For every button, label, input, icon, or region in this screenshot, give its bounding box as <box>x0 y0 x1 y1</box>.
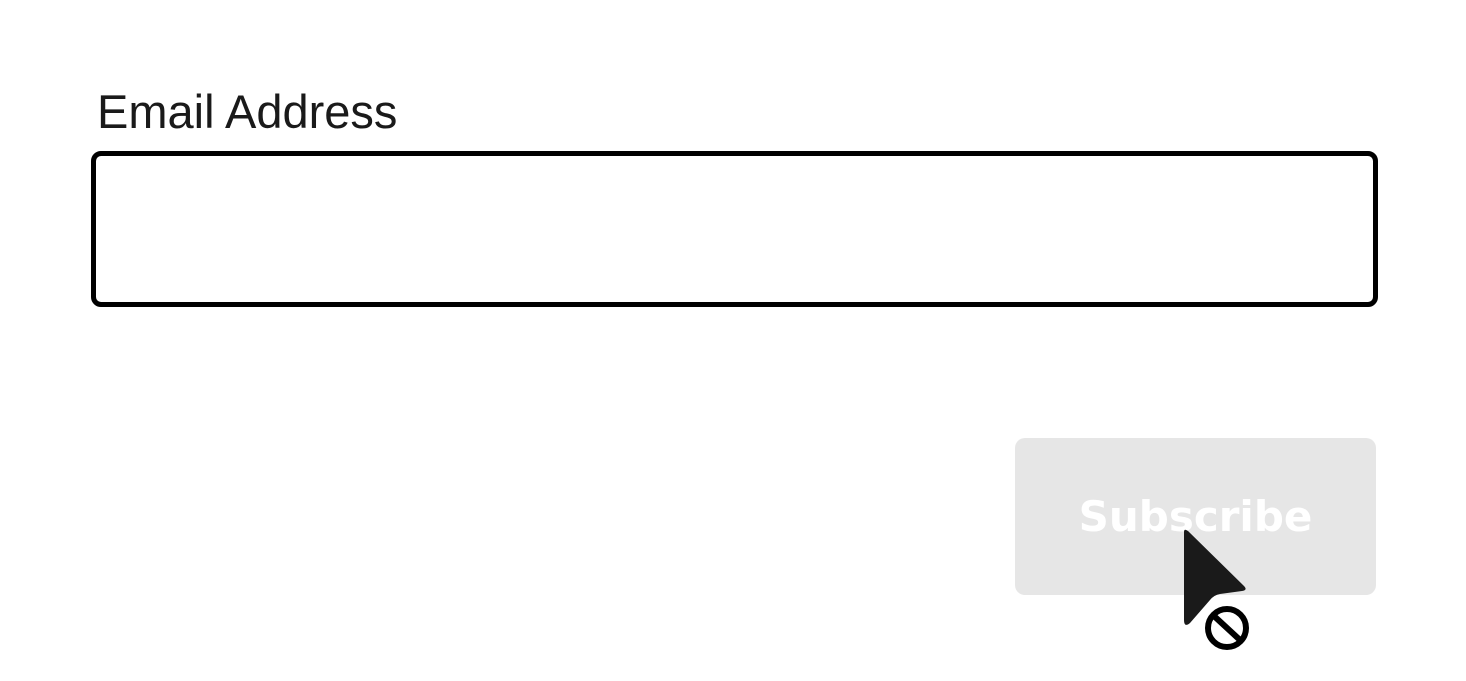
subscribe-button-label: Subscribe <box>1078 492 1313 541</box>
email-address-label: Email Address <box>97 85 398 138</box>
email-input[interactable] <box>91 151 1378 307</box>
not-allowed-cursor-icon <box>1184 529 1249 650</box>
